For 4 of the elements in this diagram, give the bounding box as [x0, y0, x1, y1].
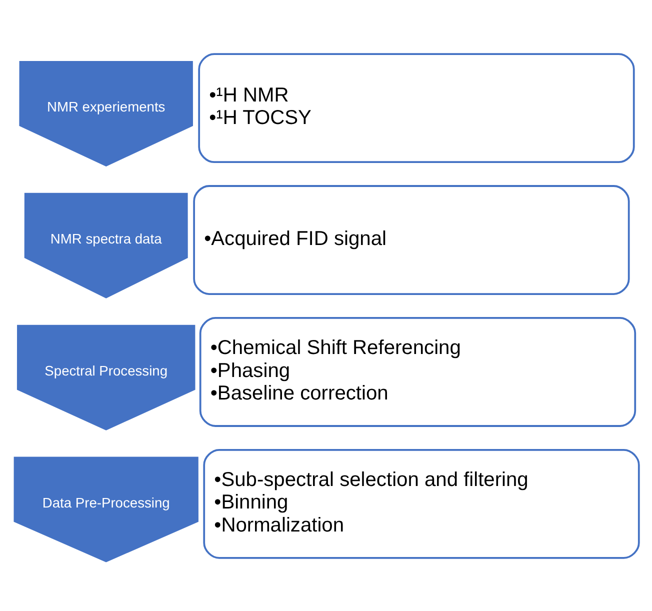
node-box: •Sub-spectral selection and filtering •Binning •Normalization: [203, 448, 640, 558]
node-box: •¹H NMR •¹H TOCSY: [198, 52, 635, 163]
node-box: •Chemical Shift Referencing •Phasing •Baseline correction: [199, 316, 636, 426]
node-box: •Acquired FID signal: [193, 184, 630, 294]
